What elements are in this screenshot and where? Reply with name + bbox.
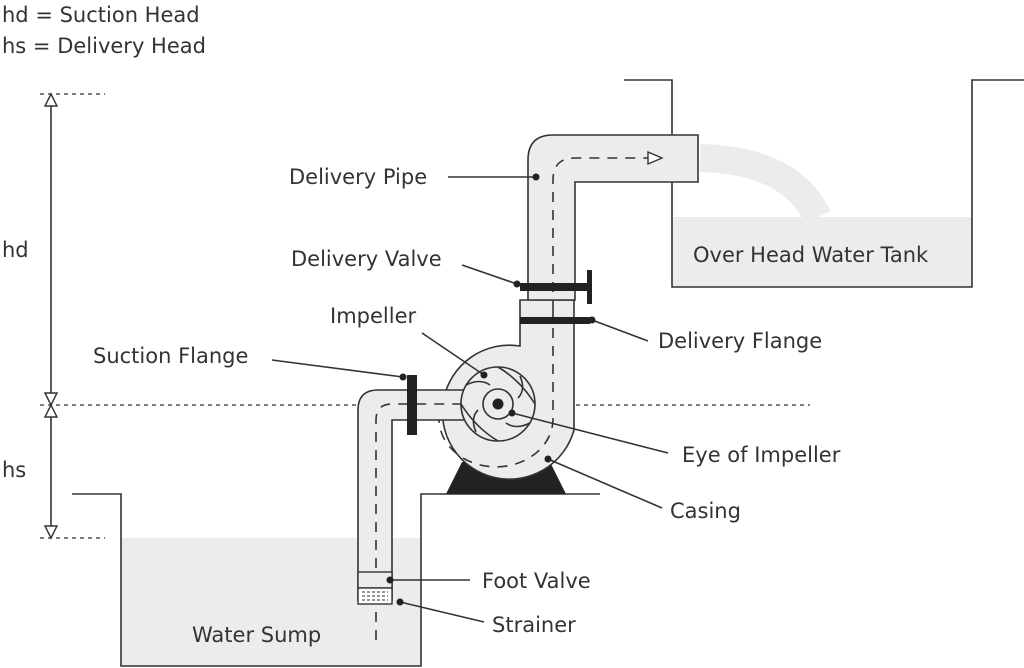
delivery-valve-label: Delivery Valve <box>291 247 442 271</box>
hs-dimension-arrow <box>43 403 59 540</box>
foot-valve-label: Foot Valve <box>482 569 591 593</box>
water-sump-label: Water Sump <box>192 623 321 647</box>
leader-lines <box>271 173 669 623</box>
hd-label: hd <box>2 238 29 262</box>
strainer <box>357 587 393 605</box>
impeller <box>460 366 536 442</box>
over-head-water-tank <box>624 79 1024 288</box>
legend-suction-head: hd = Suction Head <box>2 3 200 27</box>
impeller-label: Impeller <box>330 304 416 328</box>
suction-flange <box>407 375 417 435</box>
delivery-valve <box>520 283 588 291</box>
delivery-valve-handle <box>587 270 592 304</box>
legend-delivery-head: hs = Delivery Head <box>2 34 206 58</box>
strainer-label: Strainer <box>492 613 576 637</box>
delivery-pipe-label: Delivery Pipe <box>289 165 427 189</box>
suction-pipe <box>357 389 486 640</box>
casing-label: Casing <box>670 499 741 523</box>
hd-dimension-arrow <box>43 92 59 407</box>
delivery-flange-label: Delivery Flange <box>658 329 822 353</box>
over-head-water-tank-label: Over Head Water Tank <box>693 243 929 267</box>
suction-flange-label: Suction Flange <box>93 344 248 368</box>
delivery-flange <box>520 317 590 324</box>
delivery-pipe <box>527 134 699 310</box>
eye-of-impeller-label: Eye of Impeller <box>682 443 841 467</box>
hs-label: hs <box>2 458 26 482</box>
